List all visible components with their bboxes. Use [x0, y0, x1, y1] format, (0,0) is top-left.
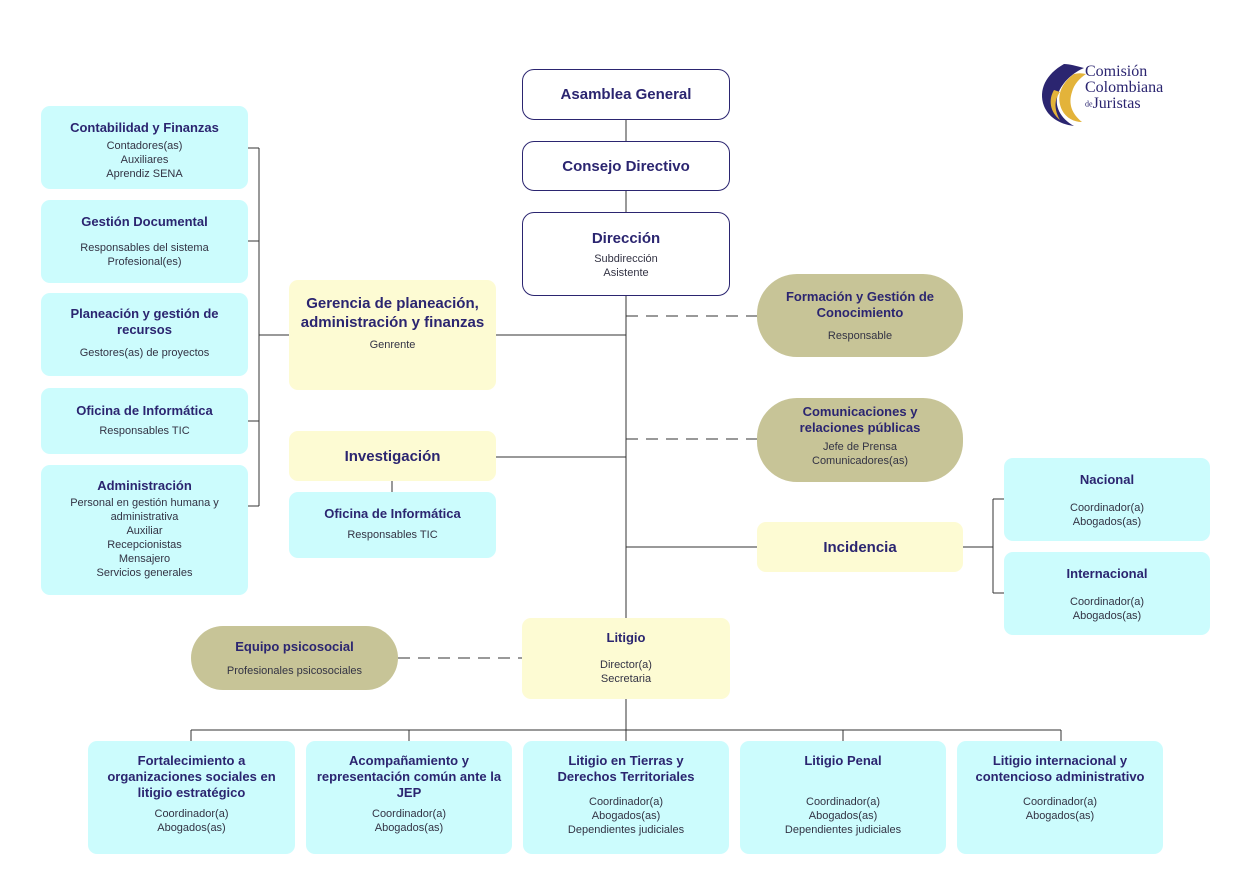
node-incidencia-nacional[interactable]: Nacional Coordinador(a) Abogados(as) — [1004, 458, 1210, 541]
node-title: Litigio internacional y contencioso admi… — [975, 753, 1145, 784]
node-comunicaciones[interactable]: Comunicaciones y relaciones públicas Jef… — [757, 398, 963, 482]
node-gerencia[interactable]: Gerencia de planeación, administración y… — [289, 280, 496, 390]
node-roles: Profesionales psicosociales — [226, 665, 363, 677]
node-title: Administración — [97, 478, 192, 493]
node-investigacion[interactable]: Investigación — [289, 431, 496, 481]
node-title: Oficina de Informática — [76, 403, 213, 418]
logo-wordmark: Comisión Colombiana deJuristas — [1085, 64, 1163, 112]
node-oficina-informatica-investigacion[interactable]: Oficina de Informática Responsables TIC — [289, 492, 496, 558]
logo — [1034, 60, 1184, 130]
node-title: Internacional — [1066, 566, 1148, 581]
node-fortalecimiento[interactable]: Fortalecimiento a organizaciones sociale… — [88, 741, 295, 854]
node-roles: Coordinador(a) Abogados(as) — [154, 808, 229, 834]
node-contabilidad[interactable]: Contabilidad y Finanzas Contadores(as) A… — [41, 106, 248, 189]
node-roles: Director(a) Secretaria — [600, 659, 652, 685]
node-title: Fortalecimiento a organizaciones sociale… — [107, 753, 276, 800]
node-roles: Jefe de Prensa Comunicadores(as) — [812, 441, 908, 467]
node-title: Acompañamiento y representación común an… — [316, 753, 502, 800]
node-roles: Subdirección Asistente — [594, 252, 658, 279]
node-planeacion[interactable]: Planeación y gestión de recursos Gestore… — [41, 293, 248, 376]
node-litigio-internacional[interactable]: Litigio internacional y contencioso admi… — [957, 741, 1163, 854]
node-roles: Responsables TIC — [99, 425, 190, 437]
node-litigio-penal[interactable]: Litigio Penal Coordinador(a) Abogados(as… — [740, 741, 946, 854]
node-roles: Coordinador(a) Abogados(as) — [1070, 502, 1144, 528]
node-formacion[interactable]: Formación y Gestión de Conocimiento Resp… — [757, 274, 963, 357]
node-roles: Responsable — [827, 330, 893, 342]
node-roles: Coordinador(a) Abogados(as) Dependientes… — [784, 796, 902, 836]
logo-line-2: Colombiana — [1085, 79, 1164, 96]
node-roles: Gestores(as) de proyectos — [79, 347, 210, 359]
node-title: Contabilidad y Finanzas — [70, 120, 219, 135]
node-title: Formación y Gestión de Conocimiento — [785, 289, 935, 320]
node-roles: Coordinador(a) Abogados(as) — [1070, 596, 1144, 622]
node-roles: Personal en gestión humana y administrat… — [70, 497, 219, 579]
node-incidencia-internacional[interactable]: Internacional Coordinador(a) Abogados(as… — [1004, 552, 1210, 635]
logo-line-1: Comisión — [1085, 63, 1148, 80]
node-roles: Coordinador(a) Abogados(as) — [1023, 796, 1097, 822]
node-consejo-directivo[interactable]: Consejo Directivo — [522, 141, 730, 191]
node-acompanamiento-jep[interactable]: Acompañamiento y representación común an… — [306, 741, 512, 854]
node-title: Litigio Penal — [804, 753, 882, 768]
node-roles: Coordinador(a) Abogados(as) — [372, 808, 446, 834]
node-litigio-tierras[interactable]: Litigio en Tierras y Derechos Territoria… — [523, 741, 729, 854]
node-direccion[interactable]: Dirección Subdirección Asistente — [522, 212, 730, 296]
node-title: Consejo Directivo — [562, 157, 690, 175]
node-title: Gestión Documental — [81, 214, 208, 229]
node-roles: Coordinador(a) Abogados(as) Dependientes… — [567, 796, 685, 836]
node-gestion-documental[interactable]: Gestión Documental Responsables del sist… — [41, 200, 248, 283]
node-roles: Genrente — [369, 339, 416, 351]
node-equipo-psicosocial[interactable]: Equipo psicosocial Profesionales psicoso… — [191, 626, 398, 690]
logo-line-3: deJuristas — [1085, 96, 1163, 112]
node-title: Investigación — [344, 447, 441, 465]
node-incidencia[interactable]: Incidencia — [757, 522, 963, 572]
node-title: Oficina de Informática — [324, 506, 461, 521]
node-title: Comunicaciones y relaciones públicas — [799, 404, 921, 435]
node-litigio[interactable]: Litigio Director(a) Secretaria — [522, 618, 730, 699]
node-title: Equipo psicosocial — [235, 639, 354, 654]
node-title: Litigio en Tierras y Derechos Territoria… — [557, 753, 695, 784]
node-title: Gerencia de planeación, administración y… — [300, 295, 485, 331]
node-title: Litigio — [606, 630, 646, 645]
node-roles: Responsables del sistema Profesional(es) — [80, 242, 209, 268]
logo-flame-icon — [1042, 64, 1086, 126]
logo-prefix: de — [1085, 99, 1093, 109]
node-asamblea-general[interactable]: Asamblea General — [522, 69, 730, 120]
node-title: Planeación y gestión de recursos — [70, 306, 219, 337]
node-roles: Responsables TIC — [347, 529, 438, 541]
node-title: Nacional — [1079, 472, 1135, 487]
node-oficina-informatica[interactable]: Oficina de Informática Responsables TIC — [41, 388, 248, 454]
node-title: Incidencia — [823, 538, 897, 556]
node-title: Dirección — [591, 229, 661, 247]
node-administracion[interactable]: Administración Personal en gestión human… — [41, 465, 248, 595]
node-title: Asamblea General — [560, 86, 692, 103]
node-roles: Contadores(as) Auxiliares Aprendiz SENA — [106, 140, 183, 180]
logo-line-3-text: Juristas — [1092, 95, 1141, 112]
